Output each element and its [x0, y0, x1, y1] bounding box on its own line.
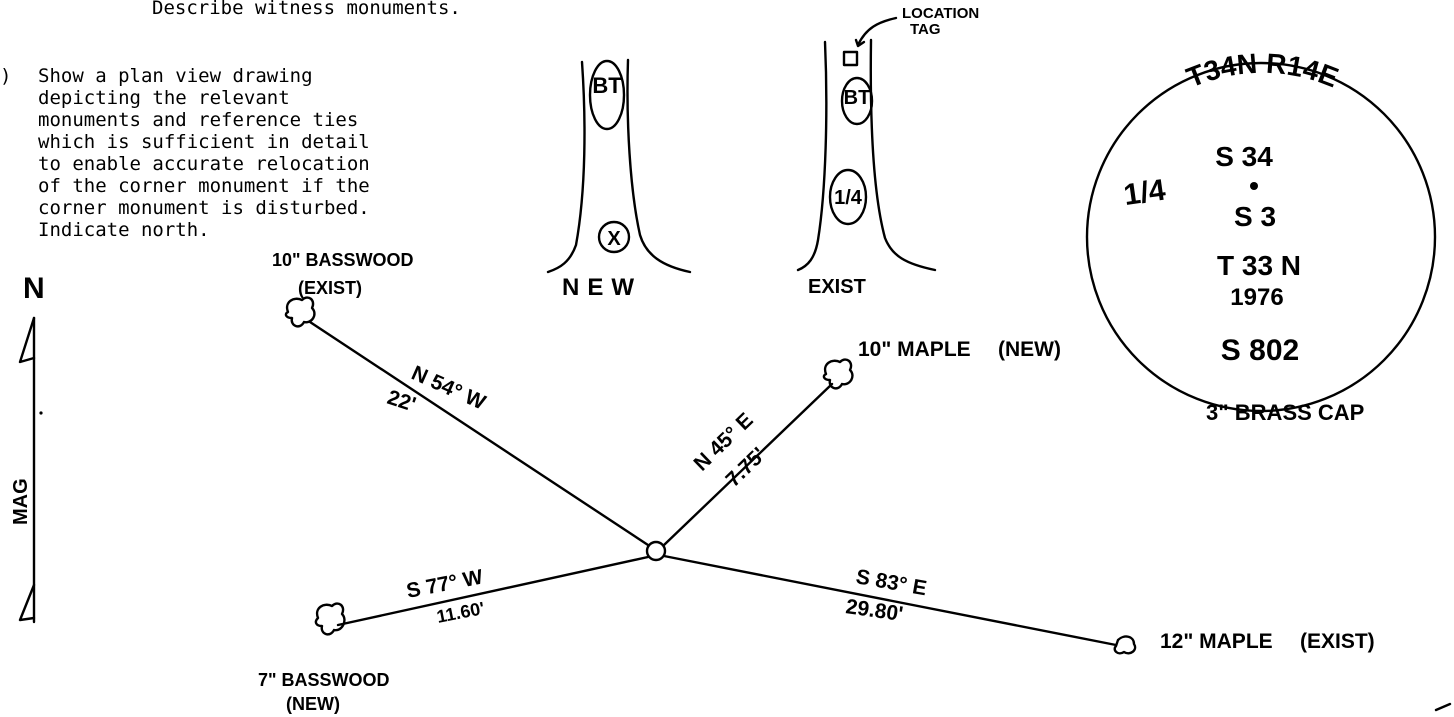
witness-name: 10" BASSWOOD	[272, 250, 414, 270]
tree-outline-right	[626, 58, 692, 274]
tie-line-basswood-exist	[308, 320, 650, 547]
exist-upper-tag: BT	[844, 87, 871, 109]
north-arrow-dot	[39, 411, 43, 415]
location-tag-icon	[842, 50, 859, 67]
brass-cap-line: T 33 N	[1217, 250, 1301, 281]
location-tag-arrowhead-icon	[854, 38, 866, 48]
instructions-line: depicting the relevant	[38, 87, 290, 109]
north-arrow-head-icon	[18, 316, 36, 364]
instructions: Describe witness monuments. ) Show a pla…	[0, 0, 461, 241]
brass-cap-line: 1976	[1230, 284, 1283, 311]
new-lower-tag: X	[607, 228, 621, 250]
brass-cap-center-dot	[1250, 182, 1258, 190]
instructions-line: Show a plan view drawing	[38, 65, 313, 87]
blaze-quarter-icon	[828, 168, 868, 226]
witness-tree-symbols	[284, 296, 1137, 655]
tie-line-basswood-new	[336, 555, 650, 627]
witness-name: 12" MAPLE	[1160, 630, 1273, 653]
tree-symbol-icon	[822, 358, 854, 390]
blaze-bt-icon	[840, 76, 874, 126]
brass-cap-line: S 802	[1221, 334, 1299, 367]
north-letter: N	[23, 272, 45, 305]
exist-label: EXIST	[808, 276, 866, 298]
new-label: NEW	[562, 274, 642, 301]
tree-sketch-exist: LOCATION TAG BT 1/4 EXIST	[796, 5, 979, 298]
north-arrow-label: MAG	[10, 478, 32, 525]
tie-line-maple-new	[662, 382, 834, 547]
location-tag-arrow	[856, 16, 898, 47]
stray-mark	[1434, 702, 1452, 712]
tree-symbol-icon	[284, 296, 316, 328]
tree-outline-left	[796, 40, 828, 272]
instructions-line: Indicate north.	[38, 219, 210, 241]
witness-status: (NEW)	[286, 694, 340, 714]
witness-name: 10" MAPLE	[858, 338, 971, 361]
witness-labels: 10" BASSWOOD (EXIST) 10" MAPLE (NEW) 7" …	[258, 250, 1375, 714]
location-tag-label-line1: LOCATION	[902, 5, 979, 22]
tree-sketch-new: BT X NEW	[546, 58, 692, 301]
location-tag-label-line2: TAG	[910, 21, 941, 38]
tie-lines	[308, 320, 1118, 647]
brass-cap-outline	[1085, 61, 1437, 413]
witness-status: (EXIST)	[298, 278, 362, 298]
distance-label: 29.80'	[844, 595, 904, 626]
instructions-top-line: Describe witness monuments.	[152, 0, 461, 19]
brass-cap-left-text: 1/4	[1122, 174, 1168, 213]
brass-cap: T34N R14E 1/4 S 34 S 3 T 33 N 1976 S 802…	[1085, 48, 1437, 425]
instructions-line: corner monument is disturbed.	[38, 197, 370, 219]
brass-cap-arc-textpath: T34N R14E	[1182, 48, 1342, 94]
tree-symbol-icon	[314, 602, 346, 636]
blaze-bt-icon	[588, 59, 626, 131]
tie-annotations: N 54° W 22' N 45° E 7.75' S 77° W 11.60'…	[384, 362, 928, 627]
tree-outline-left	[546, 60, 586, 274]
tree-outline-right	[869, 38, 937, 272]
corner-monument-icon	[645, 540, 667, 562]
tie-line-maple-exist	[662, 554, 1118, 647]
instructions-line: monuments and reference ties	[38, 109, 358, 131]
north-arrow-tail-icon	[18, 583, 36, 622]
brass-cap-line: S 3	[1234, 201, 1276, 232]
instructions-item-marker: )	[0, 65, 11, 87]
bearing-label: S 77° W	[405, 566, 485, 603]
instructions-line: of the corner monument if the	[38, 175, 370, 197]
witness-status: (NEW)	[998, 338, 1061, 361]
bearing-label: N 54° W	[408, 362, 489, 415]
instructions-line: to enable accurate relocation	[38, 153, 370, 175]
tree-symbol-icon	[1113, 635, 1137, 655]
north-arrow: N MAG	[10, 272, 45, 624]
brass-cap-line: S 34	[1215, 141, 1273, 172]
witness-status: (EXIST)	[1300, 630, 1375, 653]
instructions-line: which is sufficient in detail	[38, 131, 370, 153]
blaze-x-icon	[597, 220, 631, 254]
witness-name: 7" BASSWOOD	[258, 670, 390, 690]
exist-lower-tag: 1/4	[834, 187, 863, 209]
new-upper-tag: BT	[592, 73, 622, 98]
brass-cap-arc-text: T34N R14E	[1182, 48, 1342, 94]
brass-cap-caption: 3" BRASS CAP	[1206, 400, 1364, 425]
